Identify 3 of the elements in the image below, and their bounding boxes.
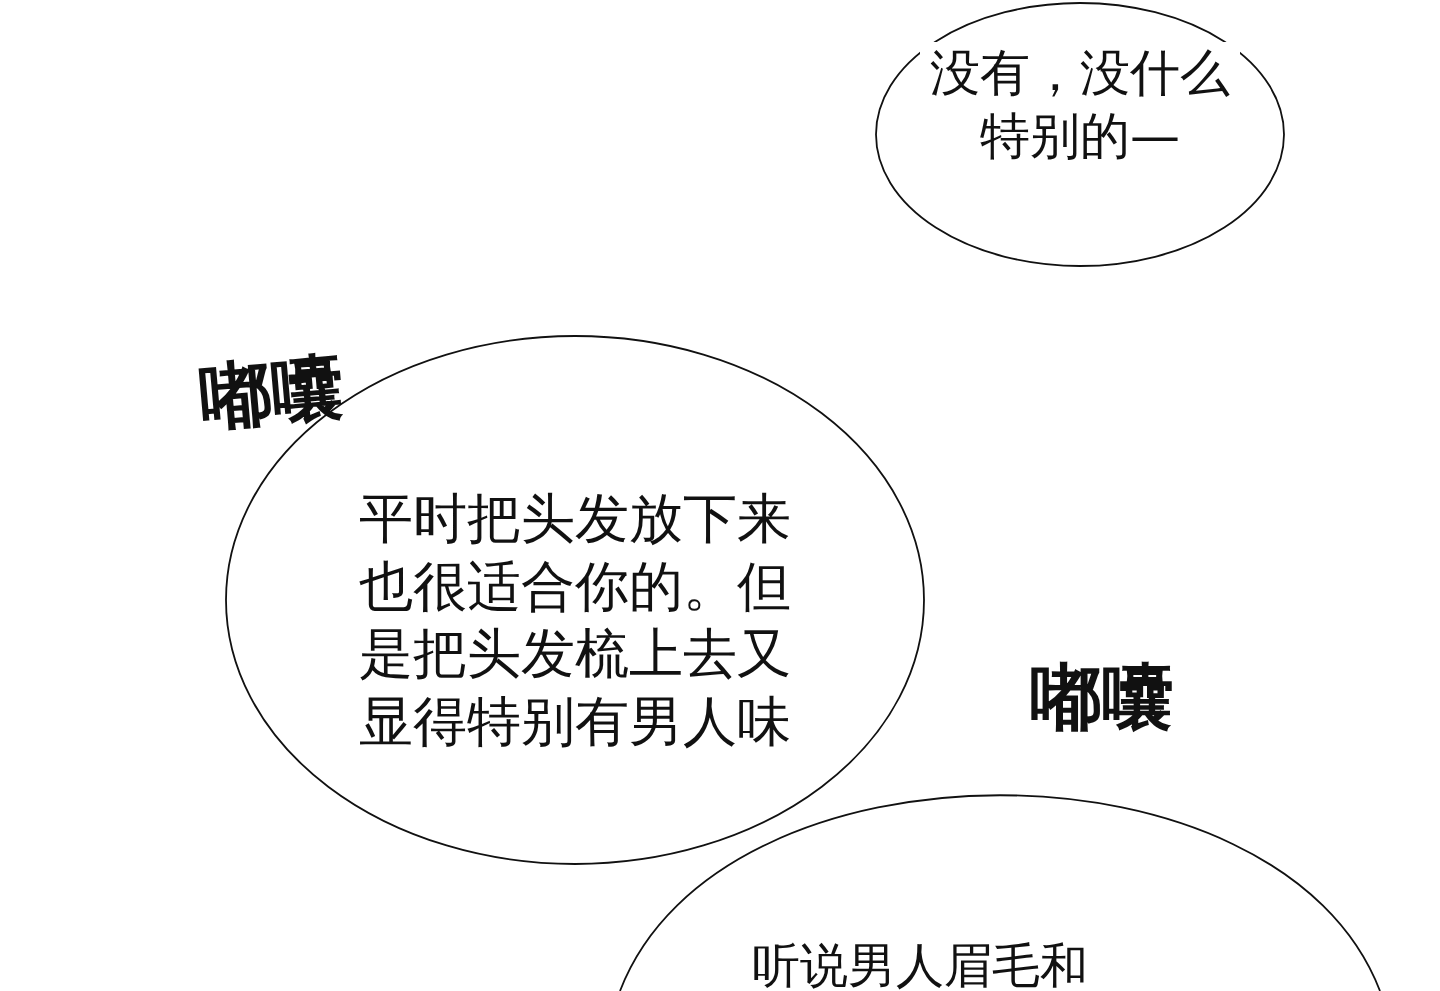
speech-bubble bbox=[875, 2, 1285, 267]
sound-effect-text: 嘟囔 bbox=[1030, 654, 1174, 741]
sound-effect-text: 嘟囔 bbox=[196, 342, 348, 443]
